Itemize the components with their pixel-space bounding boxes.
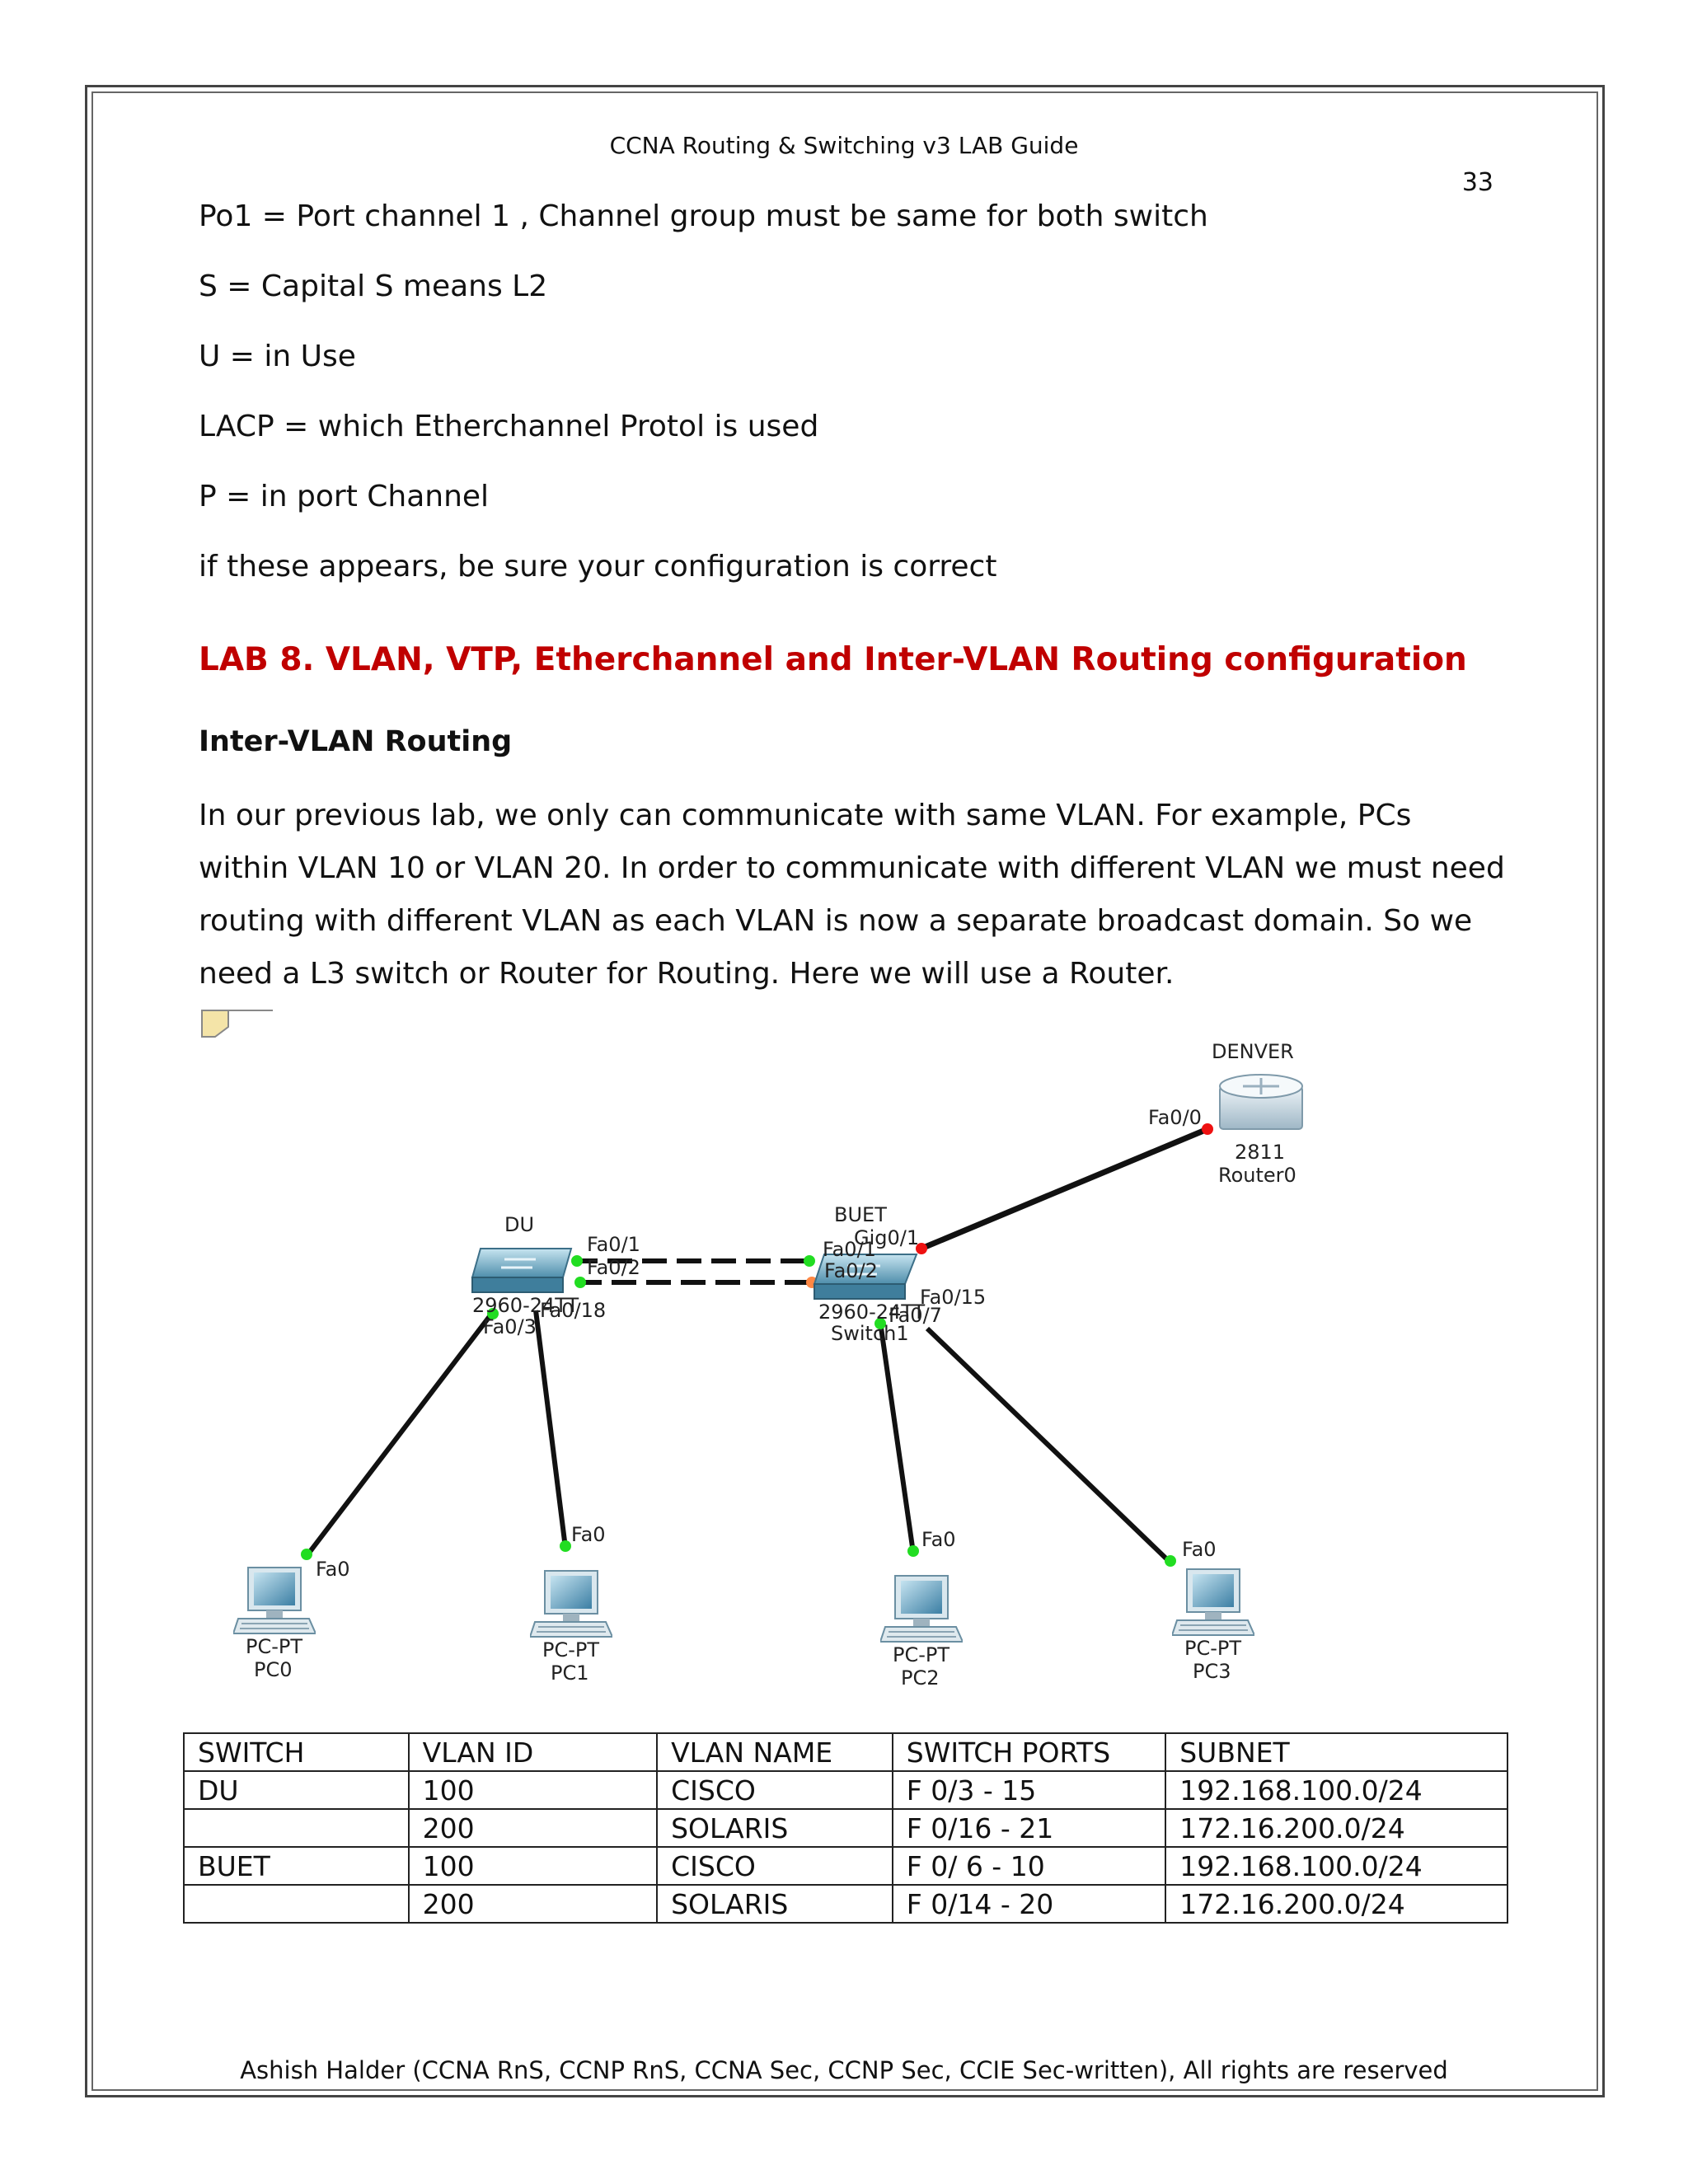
cell-switch: BUET: [183, 1846, 410, 1886]
cell-vlan-id: 200: [407, 1808, 659, 1848]
vlan-table: SWITCH VLAN ID VLAN NAME SWITCH PORTS SU…: [183, 1732, 1508, 1924]
header-switch-ports: SWITCH PORTS: [891, 1732, 1167, 1772]
cell-switch-ports: F 0/ 6 - 10: [891, 1846, 1167, 1886]
legend-line-p: P = in port Channel: [199, 480, 490, 513]
cell-vlan-id: 100: [407, 1770, 659, 1810]
legend-line-s: S = Capital S means L2: [199, 269, 548, 303]
cell-vlan-name: CISCO: [656, 1770, 893, 1810]
header-switch: SWITCH: [183, 1732, 410, 1772]
legend-line-lacp: LACP = which Etherchannel Protol is used: [199, 410, 819, 443]
header-vlan-id: VLAN ID: [407, 1732, 659, 1772]
cell-vlan-name: SOLARIS: [656, 1808, 893, 1848]
note-icon: [201, 1010, 273, 1038]
running-header: CCNA Routing & Switching v3 LAB Guide: [609, 132, 1079, 159]
cell-subnet: 192.168.100.0/24: [1165, 1770, 1508, 1810]
cell-subnet: 192.168.100.0/24: [1165, 1846, 1508, 1886]
lab-title: LAB 8. VLAN, VTP, Etherchannel and Inter…: [199, 641, 1467, 678]
cell-vlan-id: 200: [407, 1884, 659, 1924]
cell-switch-ports: F 0/14 - 20: [891, 1884, 1167, 1924]
cell-switch: [183, 1808, 410, 1848]
page-border-inner: [91, 91, 1598, 2091]
cell-vlan-id: 100: [407, 1846, 659, 1886]
cell-switch-ports: F 0/16 - 21: [891, 1808, 1167, 1848]
cell-vlan-name: CISCO: [656, 1846, 893, 1886]
table-row: 200 SOLARIS F 0/14 - 20 172.16.200.0/24: [183, 1884, 1508, 1924]
cell-switch: DU: [183, 1770, 410, 1810]
table-row: BUET 100 CISCO F 0/ 6 - 10 192.168.100.0…: [183, 1846, 1508, 1886]
cell-subnet: 172.16.200.0/24: [1165, 1884, 1508, 1924]
legend-line-po1: Po1 = Port channel 1 , Channel group mus…: [199, 199, 1208, 233]
table-row: 200 SOLARIS F 0/16 - 21 172.16.200.0/24: [183, 1808, 1508, 1848]
intro-paragraph: In our previous lab, we only can communi…: [199, 799, 1505, 991]
header-vlan-name: VLAN NAME: [656, 1732, 893, 1772]
cell-vlan-name: SOLARIS: [656, 1884, 893, 1924]
section-subheading: Inter-VLAN Routing: [199, 725, 513, 758]
legend-line-note: if these appears, be sure your configura…: [199, 550, 997, 583]
cell-switch-ports: F 0/3 - 15: [891, 1770, 1167, 1810]
table-header-row: SWITCH VLAN ID VLAN NAME SWITCH PORTS SU…: [183, 1732, 1508, 1772]
page-number: 33: [1461, 168, 1493, 197]
cell-subnet: 172.16.200.0/24: [1165, 1808, 1508, 1848]
cell-switch: [183, 1884, 410, 1924]
page-border-outer: [85, 85, 1605, 2097]
table-row: DU 100 CISCO F 0/3 - 15 192.168.100.0/24: [183, 1770, 1508, 1810]
legend-line-u: U = in Use: [199, 340, 356, 373]
header-subnet: SUBNET: [1165, 1732, 1508, 1772]
page-footer: Ashish Halder (CCNA RnS, CCNP RnS, CCNA …: [240, 2056, 1448, 2084]
